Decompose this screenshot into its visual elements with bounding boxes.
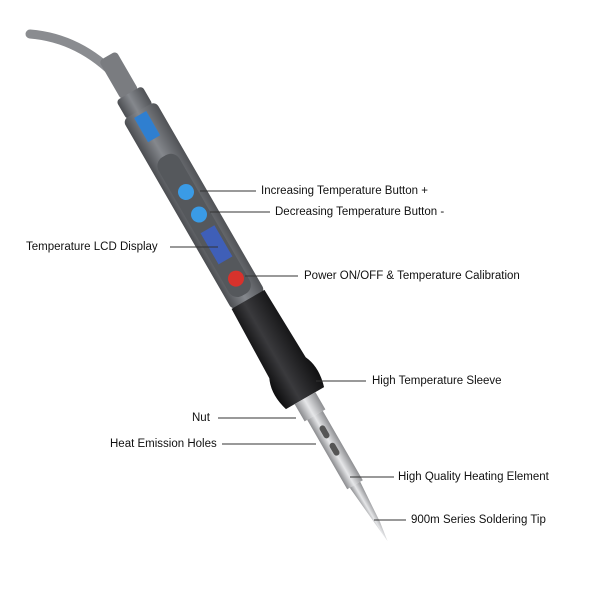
label-sleeve: High Temperature Sleeve <box>372 375 502 387</box>
cable-strain-relief <box>100 52 138 99</box>
label-increase-button: Increasing Temperature Button + <box>261 185 428 197</box>
label-decrease-button: Decreasing Temperature Button - <box>275 206 445 218</box>
increase-button[interactable] <box>175 181 197 203</box>
nut <box>294 392 326 422</box>
power-cable <box>25 29 123 83</box>
brand-label <box>134 111 161 143</box>
soldering-tip <box>349 481 388 542</box>
decrease-button[interactable] <box>188 204 210 226</box>
power-button[interactable] <box>225 268 247 290</box>
lcd-display <box>200 225 233 265</box>
label-lcd-display: Temperature LCD Display <box>26 241 158 253</box>
label-nut: Nut <box>192 412 210 424</box>
leader-lines <box>170 190 406 521</box>
label-tip: 900m Series Soldering Tip <box>411 514 546 526</box>
label-power-button: Power ON/OFF & Temperature Calibration <box>304 270 520 282</box>
label-heating-element: High Quality Heating Element <box>398 471 549 483</box>
label-heat-holes: Heat Emission Holes <box>110 438 217 450</box>
grip-sleeve <box>231 289 325 410</box>
